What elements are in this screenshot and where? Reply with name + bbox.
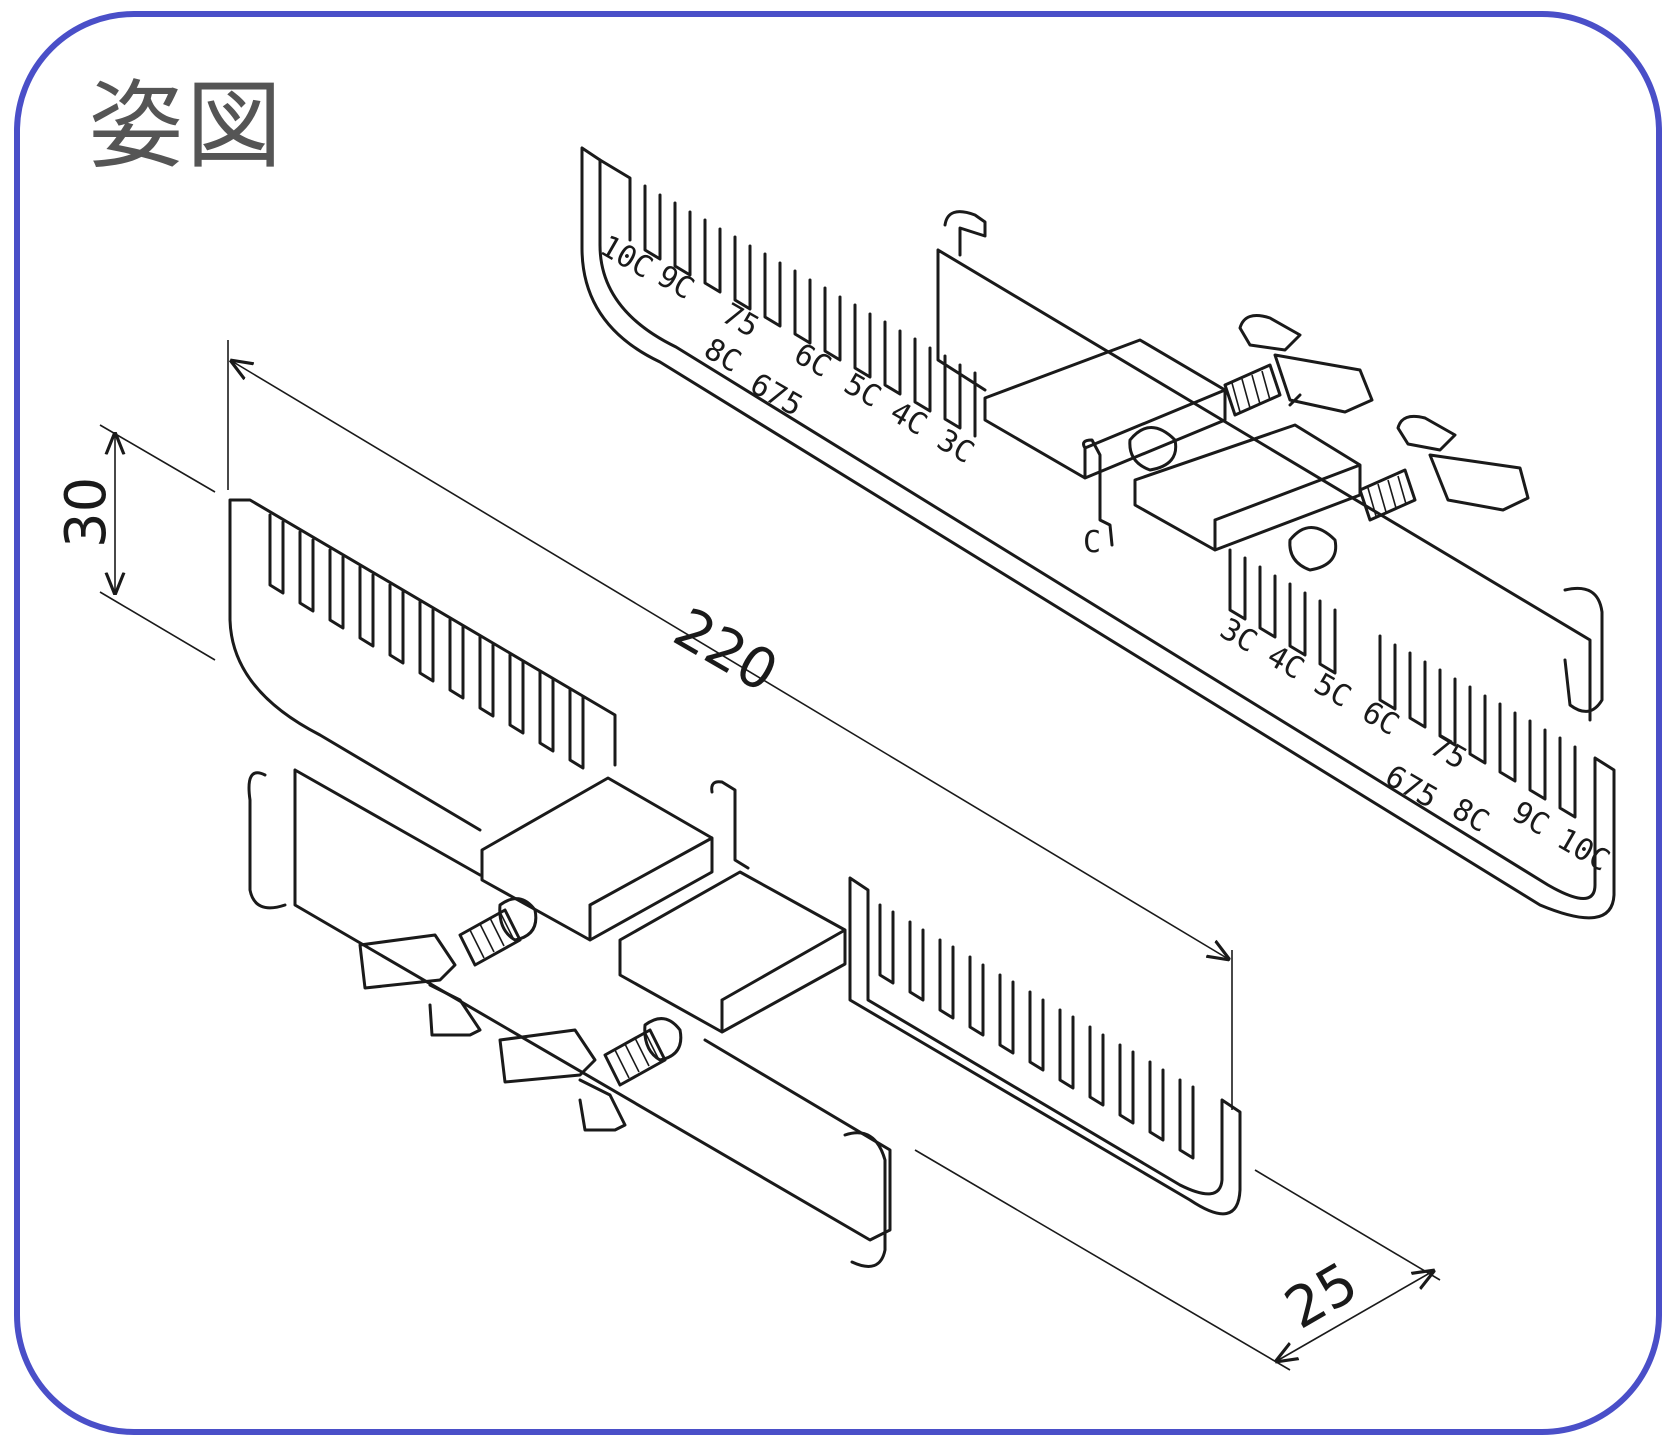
scale-labels-left-group: 10C 9C 75 8C 6C 675 5C 4C 3C [594,229,980,471]
scale-label: 6C [1356,695,1405,743]
scale-label: 4C [1261,639,1310,687]
page-title: 姿図 [88,70,284,182]
scale-label: 10C [594,229,658,286]
dimension-length-label: 220 [663,596,788,706]
center-label: C [1083,525,1101,560]
dimension-depth-label: 25 [1275,1250,1369,1342]
scale-label: 3C [931,423,980,471]
scale-label: 675 [744,367,808,424]
dimension-height-label: 30 [54,477,119,548]
scale-label: 9C [1506,795,1555,843]
scale-labels-right-group: 3C 4C 5C 6C 75 675 8C 9C 10C [1214,612,1615,879]
scale-label: 3C [1214,612,1263,660]
scale-label: 5C [1308,667,1357,715]
scale-label: 5C [838,367,887,415]
scale-label: 10C [1551,822,1615,879]
scale-label: 675 [1379,759,1443,816]
dimension-lines [99,340,1441,1371]
scale-label: 75 [1424,729,1473,777]
scale-label: 6C [788,337,837,385]
scale-label: 8C [1446,792,1495,840]
bottom-bracket-drawing [228,498,1242,1268]
scale-label: 4C [884,395,933,443]
scale-label: 9C [651,259,700,307]
